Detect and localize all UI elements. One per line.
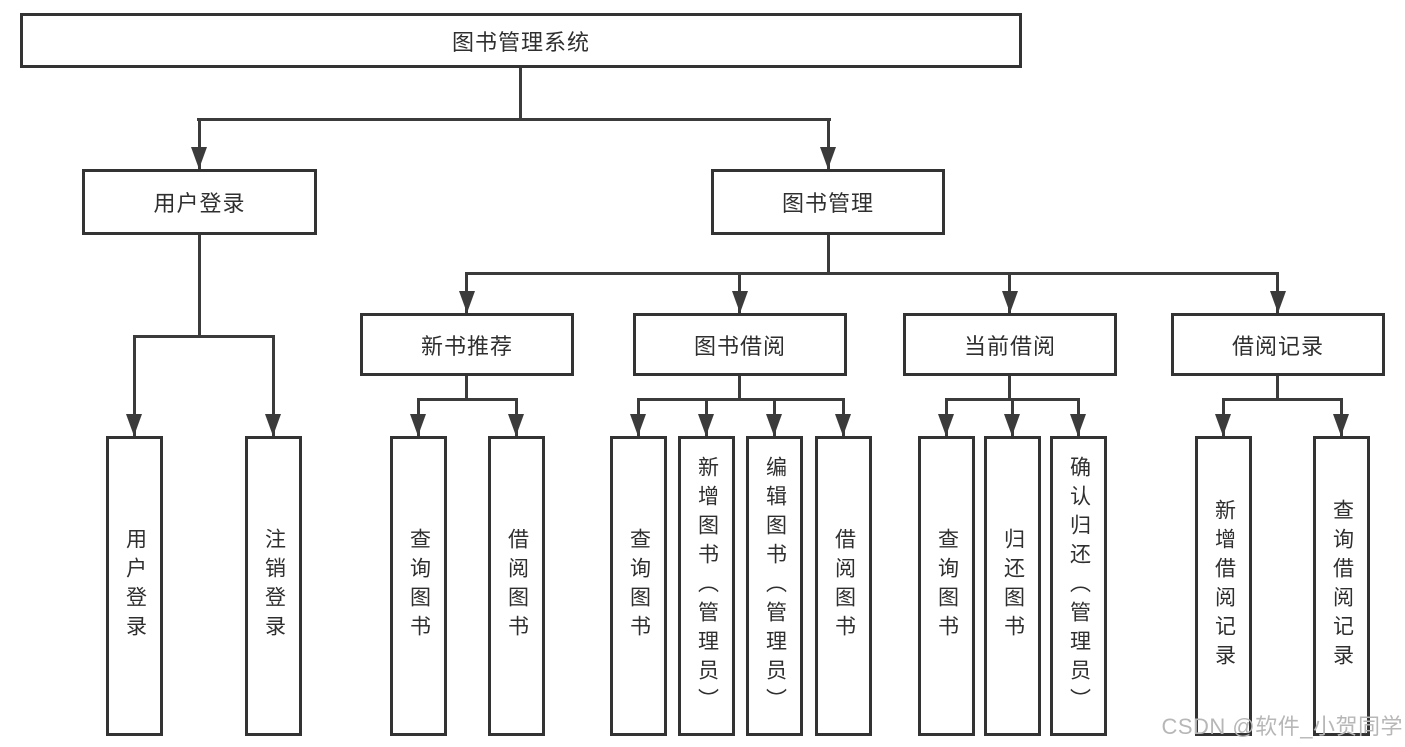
- leaf-label: 确认归还（管理员）: [1067, 455, 1091, 717]
- node-user-login: 用户登录: [82, 169, 317, 235]
- node-borrowing-records: 借阅记录: [1171, 313, 1385, 376]
- node-label: 新书推荐: [420, 333, 513, 359]
- connector-root-to-user-login: [198, 118, 201, 169]
- leaf-label: 编辑图书（管理员）: [763, 455, 787, 717]
- leaf-user-login: 用户登录: [106, 436, 163, 736]
- csdn-watermark: CSDN @软件_小贺同学: [1161, 714, 1403, 739]
- node-current-borrowing: 当前借阅: [903, 313, 1117, 376]
- leaf-label: 归还图书: [1001, 528, 1025, 644]
- connector-user-login-hbar: [133, 335, 275, 338]
- connector-borrow-records-hbar: [1222, 398, 1343, 401]
- leaf-label: 注销登录: [262, 528, 286, 644]
- connector-new-books-stem: [465, 376, 468, 401]
- connector-book-mgmt-stem: [827, 235, 830, 275]
- arrow-down-icon: [820, 147, 836, 169]
- node-label: 当前借阅: [963, 333, 1056, 359]
- leaf-label: 查询图书: [407, 528, 431, 644]
- connector-root-stem: [519, 68, 522, 121]
- arrow-down-icon: [835, 414, 851, 436]
- leaf-label: 查询图书: [935, 528, 959, 644]
- node-label: 图书借阅: [693, 333, 786, 359]
- arrow-down-icon: [1333, 414, 1349, 436]
- arrow-down-icon: [191, 147, 207, 169]
- connector-new-books-hbar: [417, 398, 518, 401]
- node-book-borrowing: 图书借阅: [633, 313, 847, 376]
- connector-to-leaf-user-login: [133, 335, 136, 436]
- leaf-query-books-current: 查询图书: [918, 436, 975, 736]
- connector-root-hbar: [197, 118, 831, 121]
- leaf-add-books-admin: 新增图书（管理员）: [678, 436, 735, 736]
- arrow-down-icon: [732, 291, 748, 313]
- arrow-down-icon: [459, 291, 475, 313]
- arrow-down-icon: [410, 414, 426, 436]
- connector-current-borrow-stem: [1008, 376, 1011, 401]
- leaf-label: 查询借阅记录: [1330, 499, 1354, 673]
- arrow-down-icon: [508, 414, 524, 436]
- node-book-management: 图书管理: [711, 169, 945, 235]
- node-new-book-recommend: 新书推荐: [360, 313, 574, 376]
- arrow-down-icon: [126, 414, 142, 436]
- connector-root-to-book-mgmt: [827, 118, 830, 169]
- arrow-down-icon: [265, 414, 281, 436]
- arrow-down-icon: [938, 414, 954, 436]
- leaf-borrow-books-newbooks: 借阅图书: [488, 436, 545, 736]
- arrow-down-icon: [1004, 414, 1020, 436]
- leaf-query-books-newbooks: 查询图书: [390, 436, 447, 736]
- node-label: 图书管理: [781, 191, 874, 216]
- node-label: 图书管理系统: [451, 29, 590, 55]
- leaf-edit-books-admin: 编辑图书（管理员）: [746, 436, 803, 736]
- leaf-logout: 注销登录: [245, 436, 302, 736]
- leaf-label: 新增图书（管理员）: [695, 455, 719, 717]
- arrow-down-icon: [698, 414, 714, 436]
- leaf-return-books: 归还图书: [984, 436, 1041, 736]
- arrow-down-icon: [1270, 291, 1286, 313]
- arrow-down-icon: [630, 414, 646, 436]
- arrow-down-icon: [1002, 291, 1018, 313]
- node-label: 用户登录: [153, 191, 246, 216]
- leaf-label: 查询图书: [627, 528, 651, 644]
- connector-book-mgmt-hbar: [465, 272, 1279, 275]
- leaf-label: 用户登录: [123, 528, 147, 644]
- leaf-borrow-books-borrowing: 借阅图书: [815, 436, 872, 736]
- connector-book-borrow-hbar: [637, 398, 845, 401]
- connector-to-leaf-logout: [272, 335, 275, 436]
- arrow-down-icon: [1070, 414, 1086, 436]
- leaf-label: 新增借阅记录: [1212, 499, 1236, 673]
- arrow-down-icon: [1215, 414, 1231, 436]
- leaf-query-books-borrowing: 查询图书: [610, 436, 667, 736]
- leaf-label: 借阅图书: [505, 528, 529, 644]
- node-label: 借阅记录: [1231, 333, 1324, 359]
- connector-book-borrow-stem: [738, 376, 741, 401]
- leaf-add-borrow-record: 新增借阅记录: [1195, 436, 1252, 736]
- connector-user-login-stem: [198, 235, 201, 338]
- connector-borrow-records-stem: [1276, 376, 1279, 401]
- leaf-query-borrow-record: 查询借阅记录: [1313, 436, 1370, 736]
- node-library-management-system: 图书管理系统: [20, 13, 1022, 68]
- arrow-down-icon: [766, 414, 782, 436]
- leaf-label: 借阅图书: [832, 528, 856, 644]
- leaf-confirm-return-admin: 确认归还（管理员）: [1050, 436, 1107, 736]
